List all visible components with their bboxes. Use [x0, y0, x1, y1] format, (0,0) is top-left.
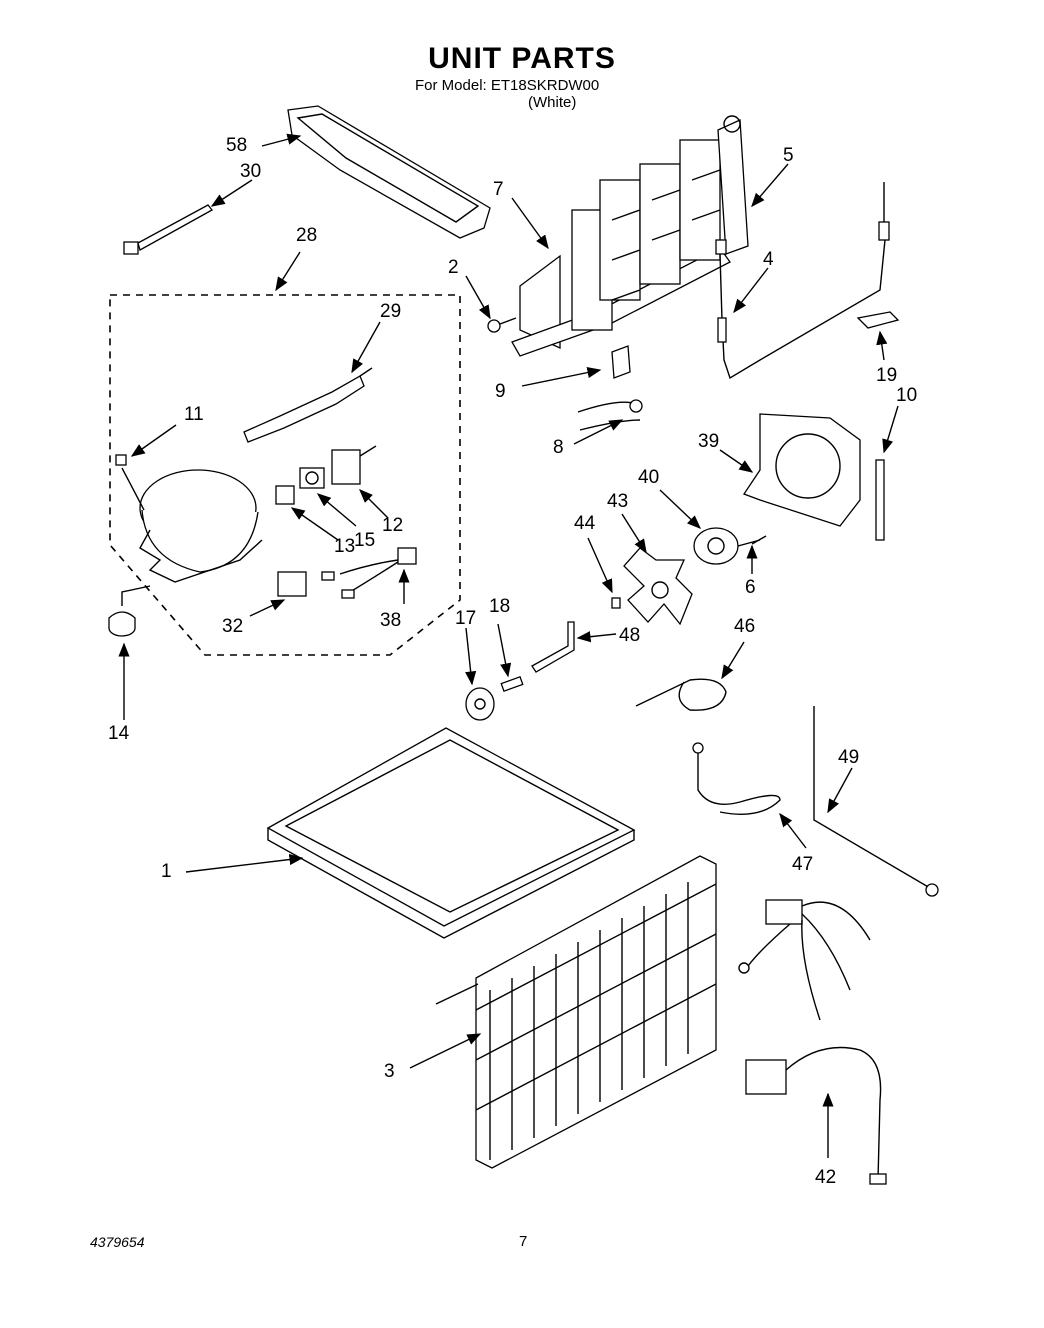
- callout-17: 17: [455, 608, 477, 629]
- part-7-evaporator: [511, 139, 731, 357]
- callout-47: 47: [792, 854, 814, 875]
- model-line: For Model: ET18SKRDW00: [415, 77, 599, 94]
- callout-14: 14: [108, 723, 130, 744]
- part-42-wiring-harness: [738, 899, 887, 1185]
- part-4-wire: [715, 229, 887, 380]
- part-15-overload: [299, 467, 325, 489]
- callout-15: 15: [354, 530, 376, 551]
- callout-4: 4: [763, 249, 774, 270]
- part-14-grommet: [108, 585, 151, 637]
- callout-28: 28: [296, 225, 318, 246]
- callout-29: 29: [380, 301, 402, 322]
- callout-7: 7: [493, 179, 504, 200]
- callout-5: 5: [783, 145, 794, 166]
- part-19-thermistor: [856, 182, 900, 329]
- page-number: 7: [519, 1233, 528, 1250]
- part-1-base-pan: [266, 727, 636, 939]
- part-48-tube: [531, 621, 575, 673]
- part-44-clip: [611, 597, 621, 609]
- callout-30: 30: [240, 161, 262, 182]
- model-color: (White): [528, 94, 577, 111]
- model-label: For Model:: [415, 77, 487, 94]
- callout-48: 48: [619, 625, 641, 646]
- callout-11: 11: [184, 404, 204, 425]
- callout-40: 40: [638, 467, 660, 488]
- part-5-heater: [717, 115, 749, 255]
- callout-58: 58: [226, 135, 248, 156]
- part-17-roller: [465, 687, 495, 721]
- part-10-strip: [875, 459, 885, 541]
- callout-38: 38: [380, 610, 402, 631]
- callout-2: 2: [448, 257, 459, 278]
- callout-12: 12: [382, 515, 404, 536]
- callout-6: 6: [745, 577, 756, 598]
- part-39-fan-shroud: [743, 413, 861, 527]
- callout-46: 46: [734, 616, 756, 637]
- callout-44: 44: [574, 513, 596, 534]
- callout-9: 9: [495, 381, 506, 402]
- part-47-tube: [692, 742, 781, 815]
- callout-8: 8: [553, 437, 564, 458]
- page-title: UNIT PARTS: [428, 42, 616, 75]
- callout-10: 10: [896, 385, 918, 406]
- document-number: 4379654: [90, 1234, 145, 1250]
- callout-39: 39: [698, 431, 720, 452]
- part-12-relay: [331, 445, 377, 485]
- part-28-compressor-assembly-outline: [109, 294, 461, 656]
- part-6-screw: [751, 535, 767, 545]
- part-49-tube: [813, 706, 939, 897]
- part-46-coiled-tube: [635, 678, 727, 711]
- part-32-capacitor: [277, 571, 307, 597]
- part-3-condenser-coil: [435, 855, 717, 1169]
- callout-43: 43: [607, 491, 629, 512]
- callout-13: 13: [334, 536, 356, 557]
- part-29-filter-drier: [243, 367, 373, 443]
- part-30-connector: [123, 204, 213, 255]
- callout-3: 3: [384, 1061, 395, 1082]
- callout-18: 18: [489, 596, 511, 617]
- callout-32: 32: [222, 616, 244, 637]
- part-18-axle: [500, 675, 524, 693]
- part-40-fan-motor: [693, 527, 761, 565]
- model-number: ET18SKRDW00: [490, 77, 600, 94]
- callout-42: 42: [815, 1167, 837, 1188]
- part-38-harness: [321, 547, 417, 599]
- part-2-screw: [487, 317, 517, 333]
- part-58-drain-trough: [287, 105, 491, 239]
- part-11-screw: [115, 454, 127, 466]
- callout-1: 1: [161, 861, 172, 882]
- part-13-clip: [275, 485, 295, 505]
- callout-49: 49: [838, 747, 860, 768]
- part-9-bracket: [611, 345, 631, 379]
- part-43-fan-blade: [623, 547, 693, 626]
- part-compressor: [121, 467, 263, 583]
- callout-19: 19: [876, 365, 898, 386]
